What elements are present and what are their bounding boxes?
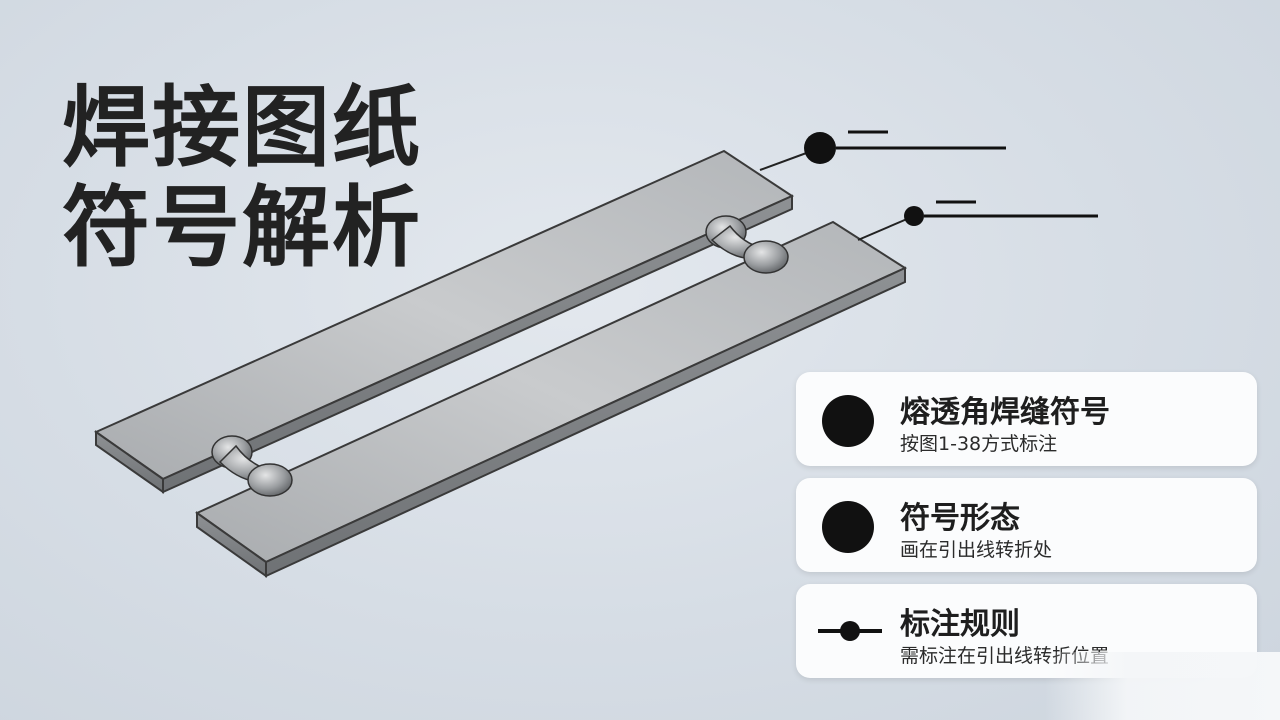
card-subtitle: 按图1-38方式标注 [900,433,1058,455]
leader-line-lower [857,200,1098,241]
filled-circle-icon [822,501,874,553]
filled-circle-icon [822,395,874,447]
weld-bead-upper [705,215,789,274]
card-title: 熔透角焊缝符号 [900,395,1110,430]
card-subtitle: 画在引出线转折处 [900,539,1053,561]
info-card-penetration-fillet: 熔透角焊缝符号 按图1-38方式标注 [796,372,1257,466]
weld-bead-lower [211,435,293,497]
card-title: 符号形态 [900,501,1020,536]
corner-fade [1045,652,1280,720]
card-title: 标注规则 [900,607,1020,642]
title-line-1: 焊接图纸 [62,76,423,179]
leader-line-dot-icon [818,621,882,641]
title-line-2: 符号解析 [62,176,423,279]
page-title: 焊接图纸 符号解析 [62,78,422,278]
lower-plate [195,220,908,578]
upper-plate [93,149,795,494]
info-card-symbol-form: 符号形态 画在引出线转折处 [796,478,1257,572]
leader-line-upper [759,130,1006,171]
